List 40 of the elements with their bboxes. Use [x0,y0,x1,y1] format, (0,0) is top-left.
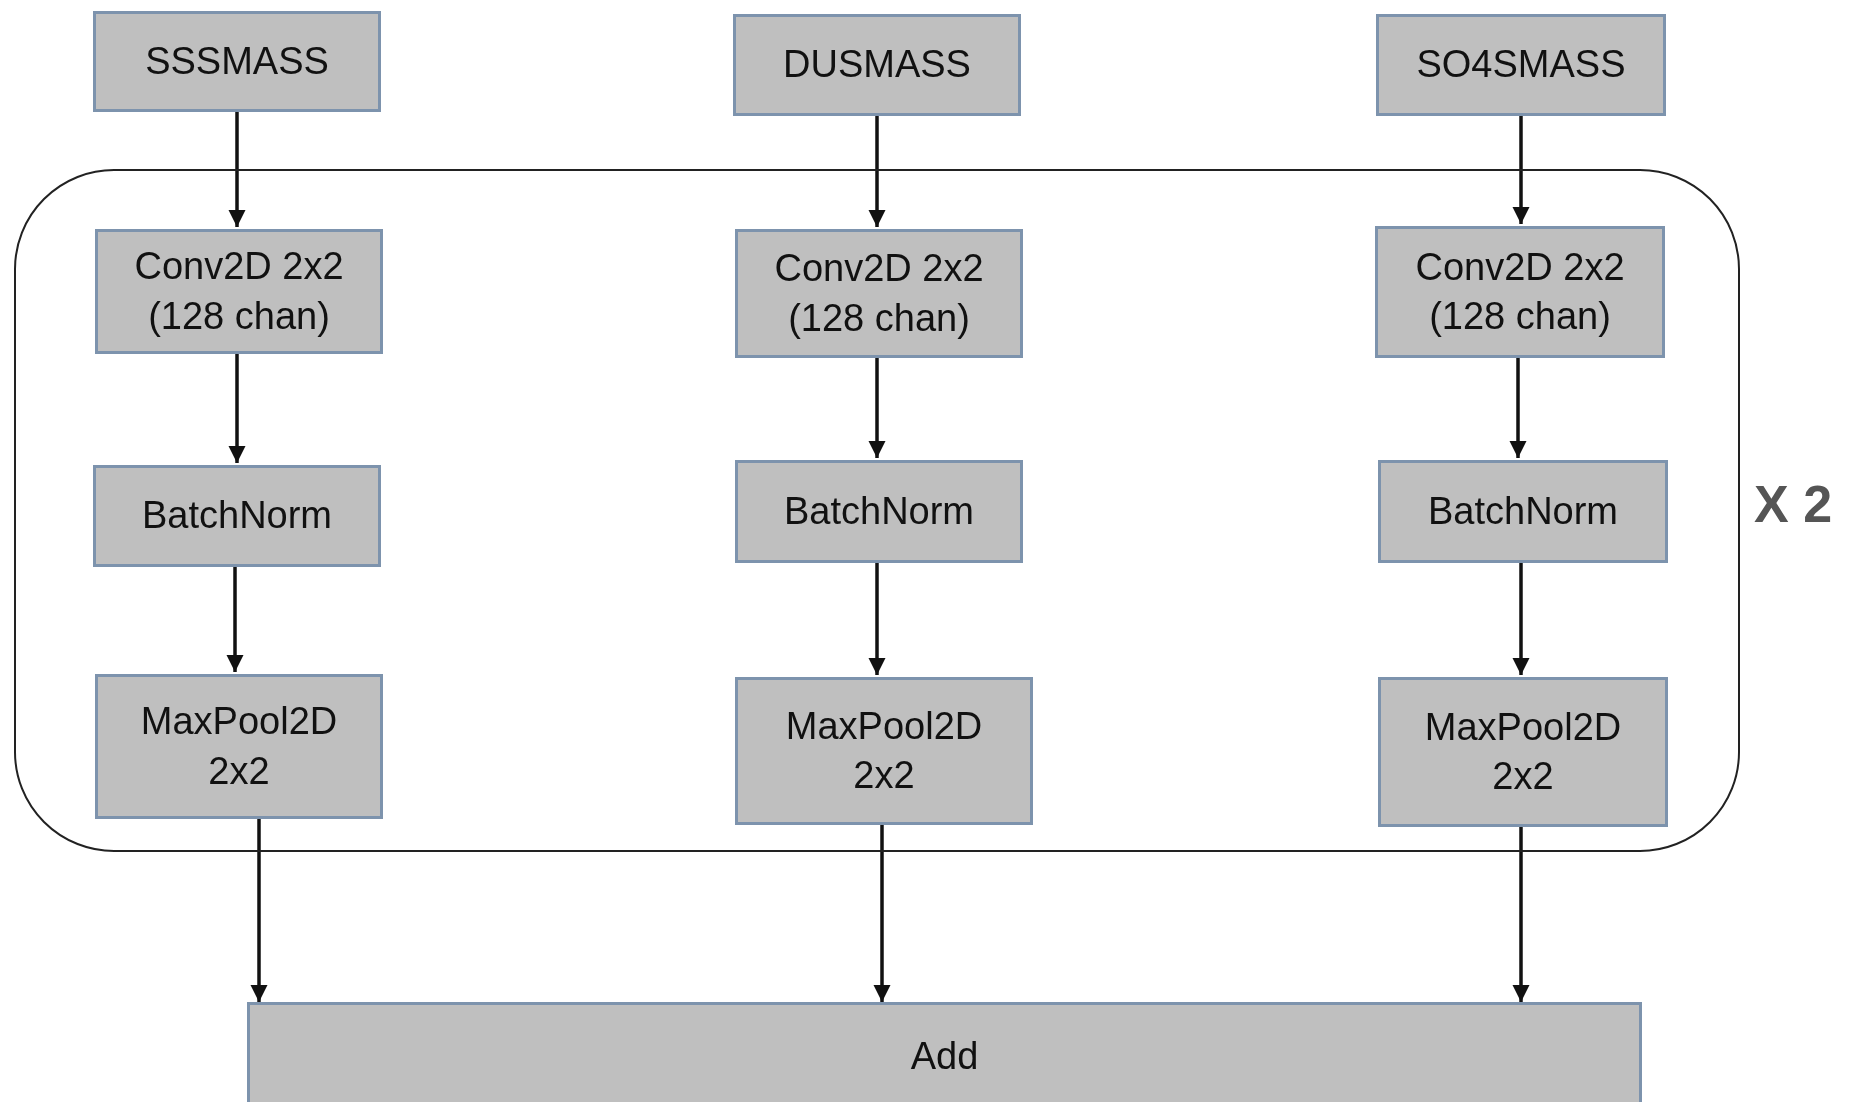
repeat-label: X 2 [1754,474,1833,534]
arrow [1512,561,1530,675]
arrow [228,352,246,463]
process-box [95,229,383,354]
arrow [250,817,268,1002]
arrow [873,823,891,1002]
process-box [93,11,381,112]
box-label: Add [909,1034,980,1080]
process-box [1378,460,1668,563]
arrow [1509,356,1527,458]
process-box [247,1002,1642,1102]
process-box [735,460,1023,563]
box-label: MaxPool2D 2x2 [784,703,984,798]
box-label: MaxPool2D 2x2 [1423,704,1623,799]
process-box [735,229,1023,358]
box-label: Conv2D 2x2 (128 chan) [1414,244,1626,339]
process-box [1376,14,1666,116]
box-label: MaxPool2D 2x2 [139,699,339,794]
box-label: Conv2D 2x2 (128 chan) [133,244,345,339]
process-box [1375,226,1665,358]
process-box [93,465,381,567]
box-label: SO4SMASS [1415,42,1627,88]
box-label: Conv2D 2x2 (128 chan) [773,246,985,341]
box-label: BatchNorm [140,493,334,539]
process-box [1378,677,1668,827]
box-label: DUSMASS [782,42,972,88]
box-label: SSSMASS [144,38,330,84]
arrow [226,565,244,672]
process-box [95,674,383,819]
arrow [1512,116,1530,224]
box-label: BatchNorm [782,488,976,534]
process-box [733,14,1021,116]
arrow [868,561,886,675]
process-box [735,677,1033,825]
loop-block [14,169,1740,852]
arrow [1512,825,1530,1002]
arrow [868,356,886,458]
box-label: BatchNorm [1426,488,1620,534]
arrow [228,112,246,227]
arrow [868,116,886,227]
